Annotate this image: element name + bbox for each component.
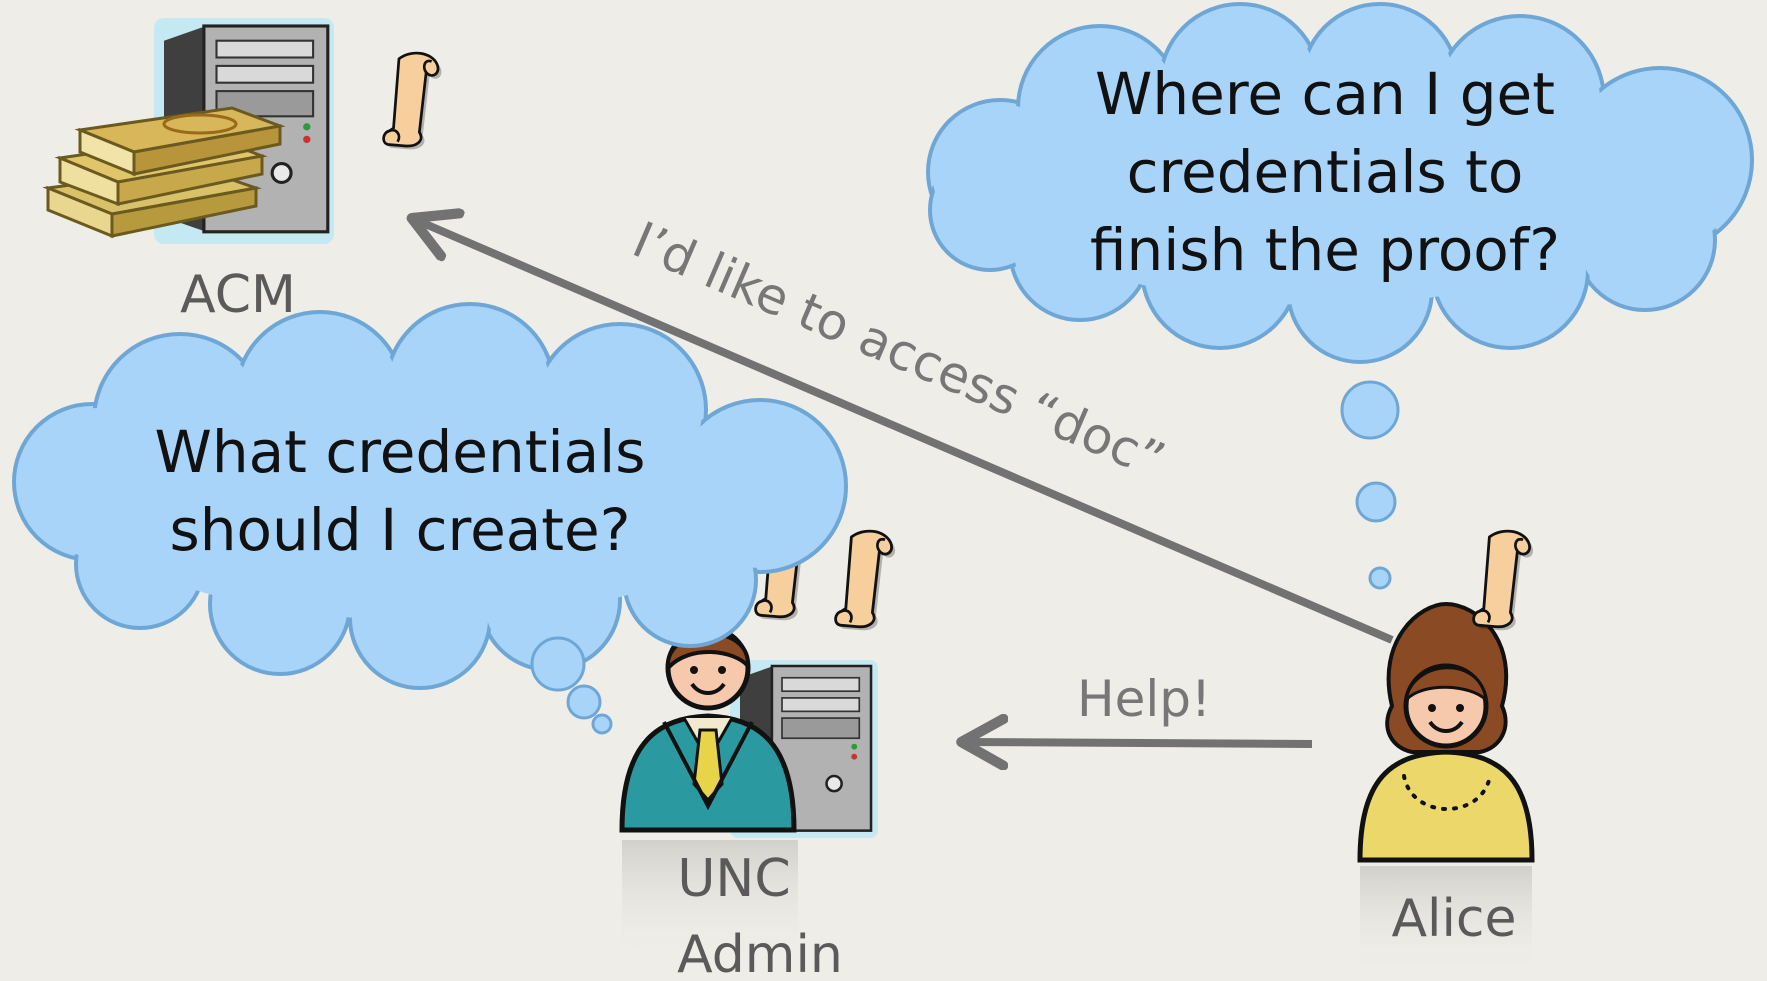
admin-thought-line1: What credentials <box>155 418 646 486</box>
unc-admin-node: UNC Admin <box>619 625 878 981</box>
scroll-icon <box>1472 529 1535 632</box>
acm-node: ACM <box>42 18 334 325</box>
scroll-icon <box>382 51 443 151</box>
edge-alice-to-admin: Help! <box>966 670 1313 744</box>
admin-thought-line2: should I create? <box>169 496 630 564</box>
acm-label: ACM <box>180 265 296 325</box>
books-icon <box>42 106 286 239</box>
alice-node: Alice <box>1357 601 1535 976</box>
unc-admin-label-line2: Admin <box>677 925 843 981</box>
alice-person-icon <box>1357 601 1535 863</box>
alice-thought-line1: Where can I get <box>1095 60 1555 128</box>
edge-alice-to-admin-label: Help! <box>1077 670 1211 728</box>
alice-thought-bubble: Where can I get credentials to finish th… <box>926 2 1754 590</box>
admin-thought-bubble: What credentials should I create? <box>12 302 848 735</box>
alice-thought-line3: finish the proof? <box>1090 216 1560 284</box>
alice-thought-line2: credentials to <box>1127 138 1524 206</box>
unc-admin-label-line1: UNC <box>677 849 790 909</box>
scroll-icon <box>834 529 897 632</box>
alice-label: Alice <box>1391 889 1516 949</box>
admin-person-icon <box>619 625 797 833</box>
